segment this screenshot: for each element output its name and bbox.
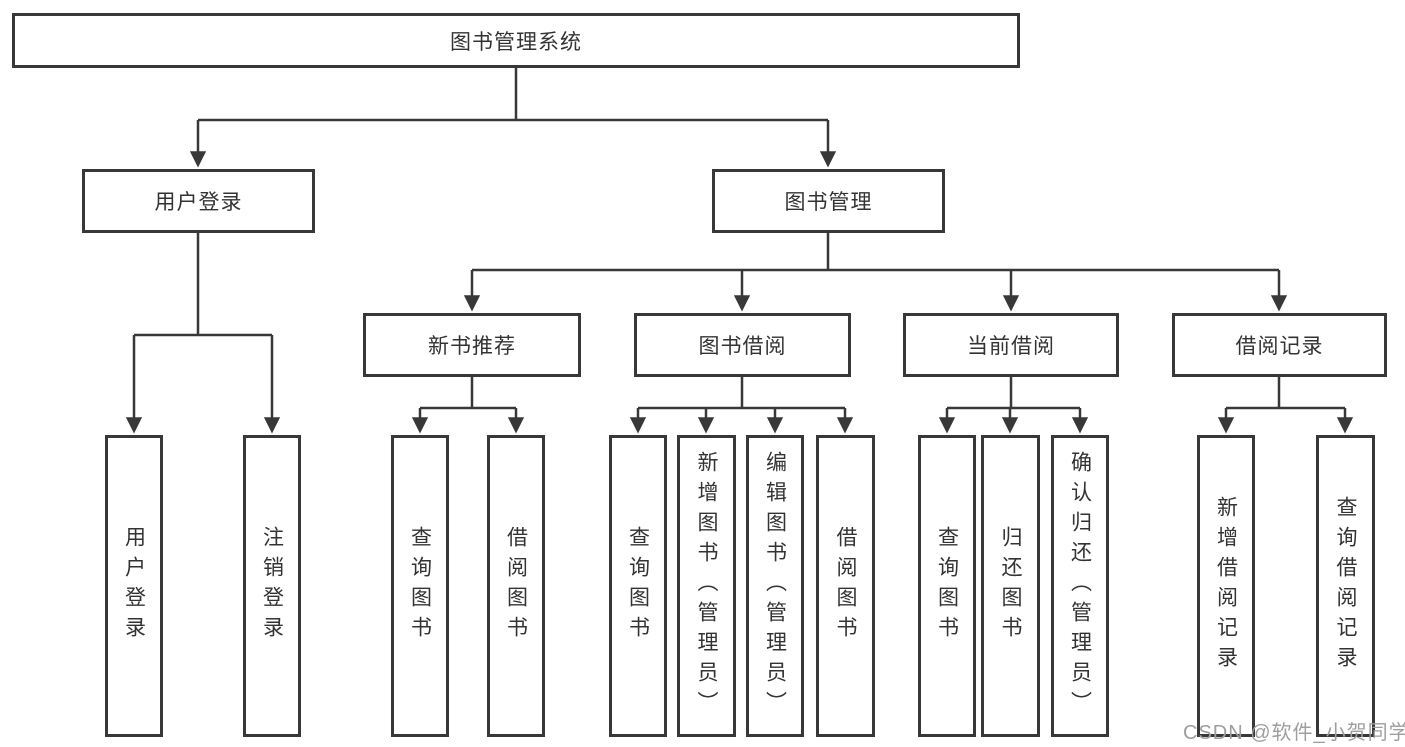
node-book-borrowing: 图书借阅 [634,313,851,377]
node-label: 新书推荐 [428,335,516,358]
node-label: 用户登录 [154,191,243,214]
node-label: 查询图书 [935,526,959,646]
node-return-books-leaf: 归还图书 [981,435,1040,737]
node-new-book-recommend: 新书推荐 [363,313,581,377]
csdn-watermark: CSDN @软件_小贺同学 [1183,722,1405,744]
node-label: 编辑图书（管理员） [763,451,787,721]
node-add-books-admin-leaf: 新增图书（管理员） [677,435,736,737]
node-edit-books-admin-leaf: 编辑图书（管理员） [746,435,804,737]
node-label: 新增借阅记录 [1214,496,1238,676]
node-query-books-current-leaf: 查询图书 [918,435,976,737]
branch-book-mgmt [472,233,1279,272]
node-label: 图书管理系统 [450,30,582,54]
node-borrowing-records: 借阅记录 [1172,313,1387,377]
node-query-borrow-record-leaf: 查询借阅记录 [1316,435,1375,737]
node-label: 当前借阅 [967,335,1055,358]
node-user-login-leaf: 用户登录 [105,435,163,737]
node-logout-leaf: 注销登录 [243,435,301,737]
branch-root [198,68,828,122]
node-label: 新增图书（管理员） [695,451,718,721]
node-label: 用户登录 [122,526,146,646]
node-borrow-books-recommend-leaf: 借阅图书 [487,435,545,737]
node-label: 借阅记录 [1235,335,1324,358]
node-label: 图书管理 [784,191,873,214]
node-label: 注销登录 [260,526,284,646]
node-book-management-group: 图书管理 [712,169,945,233]
branch-user-login [134,233,272,337]
node-label: 归还图书 [999,526,1022,646]
node-query-books-borrow-leaf: 查询图书 [609,435,667,737]
node-current-borrowing: 当前借阅 [903,313,1119,377]
node-confirm-return-admin-leaf: 确认归还（管理员） [1051,435,1109,737]
node-add-borrow-record-leaf: 新增借阅记录 [1197,435,1255,737]
node-label: 借阅图书 [504,526,528,646]
node-label: 查询图书 [408,526,432,646]
node-library-system-root: 图书管理系统 [12,13,1020,68]
node-label: 图书借阅 [698,335,787,358]
node-user-login-group: 用户登录 [82,169,315,233]
branch-borrow-record [1226,377,1345,410]
branch-current-borrow [947,377,1080,410]
node-label: 确认归还（管理员） [1068,451,1092,721]
node-label: 查询借阅记录 [1334,496,1357,676]
branch-book-borrow [638,377,845,410]
node-label: 查询图书 [626,526,650,646]
branch-new-book [420,377,516,410]
node-label: 借阅图书 [834,526,857,646]
node-query-books-recommend-leaf: 查询图书 [391,435,449,737]
node-borrow-books-leaf: 借阅图书 [816,435,875,737]
